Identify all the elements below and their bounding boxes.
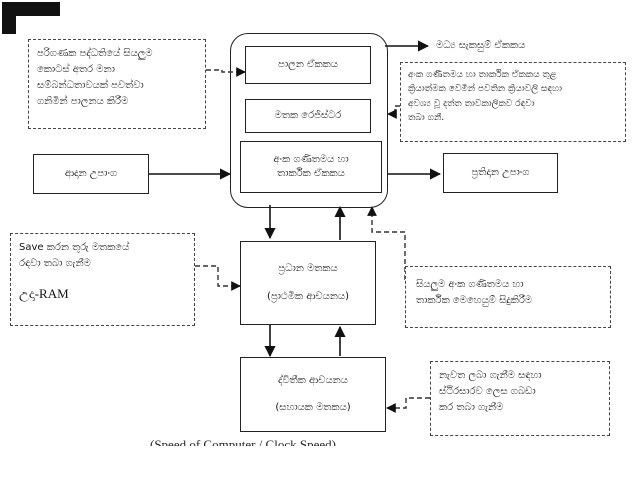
input-device-label: ආදාන උපාංග xyxy=(64,167,118,179)
register-note-line-4: තබා ගනී. xyxy=(408,113,445,124)
corner-mark-stem xyxy=(2,16,16,34)
secondary-storage-note: නැවත ලබා ගැනීම සඳහා ස්ථිරසාරව ලෙස ගබඩා ක… xyxy=(430,361,610,436)
primary-memory-subtitle: (ප්‍රාථමික ආචයනය) xyxy=(266,291,350,302)
dash-arrow-alu-note xyxy=(367,206,406,280)
memory-register-note: අංක ගණිතමය හා තාර්කික ඒකකය තුළ ක්‍රියාත්… xyxy=(400,62,626,142)
input-device-box: ආදාන උපාංග xyxy=(33,154,149,194)
secondary-storage-title: ද්විතීක ආචයනය xyxy=(278,375,348,386)
alu-note-line-1: සියලුම අංක ගණිතමය හා xyxy=(416,279,524,290)
alu-box: අංක ගණිතමය හා තාර්කික ඒකකය xyxy=(240,141,382,193)
storage-note-line-2: ස්ථිරසාරව ලෙස ගබඩා xyxy=(439,386,536,397)
output-device-box: ප්‍රතිදාන උපාංග xyxy=(443,153,558,193)
primary-memory-title: ප්‍රධාන මතකය xyxy=(278,262,338,274)
control-unit-note: පරිගණක පද්ධතියේ සියලුම කොටස් අතර මනා සම්… xyxy=(28,39,206,129)
ram-note-line-2: රඳවා තබා ගැනීම xyxy=(19,258,91,269)
dash-arrow-register-note xyxy=(387,105,400,119)
storage-note-line-3: කර තබා ගැනීම xyxy=(439,402,504,413)
ram-note-line-3: උදා-RAM xyxy=(19,286,69,301)
control-note-line-2: කොටස් අතර මනා xyxy=(37,64,115,75)
register-note-line-2: ක්‍රියාත්මක වෙමින් පවතින ක්‍රියාවලි සඳහා xyxy=(408,84,563,95)
ram-note-line-1: Save කරන තුරු මතකයේ xyxy=(19,242,130,253)
dash-arrow-storage-note xyxy=(386,397,430,413)
cpu-container xyxy=(230,33,388,208)
control-unit-label: පාලන ඒකකය xyxy=(278,58,338,70)
secondary-storage-box: ද්විතීක ආචයනය (සහායක මතකය) xyxy=(240,357,386,432)
control-note-line-4: ගනිමින් පාලනය කිරීම xyxy=(37,96,129,107)
memory-register-label: මතක රෙජිස්ටර xyxy=(274,109,342,121)
storage-note-line-1: නැවත ලබා ගැනීම සඳහා xyxy=(439,370,542,381)
alu-label-line-2: තාර්කික ඒකකය xyxy=(277,168,345,179)
control-unit-box: පාලන ඒකකය xyxy=(245,46,371,84)
cpu-caption: මධ්‍ය සැකසුම් ඒකකය xyxy=(436,40,526,51)
dash-arrow-control-note xyxy=(206,67,246,77)
alu-note-line-2: තාර්කික මෙහෙයුම් සිදුකිරීම xyxy=(416,295,533,306)
alu-note: සියලුම අංක ගණිතමය හා තාර්කික මෙහෙයුම් සි… xyxy=(405,266,611,328)
primary-memory-note: Save කරන තුරු මතකයේ රඳවා තබා ගැනීම උදා-R… xyxy=(10,233,195,326)
dash-arrow-ram-note xyxy=(195,265,241,291)
output-device-label: ප්‍රතිදාන උපාංග xyxy=(471,166,530,178)
register-note-line-3: අවශ්‍ය වූ දත්ත තාවකාලිකව රඳවා xyxy=(408,98,535,109)
secondary-storage-subtitle: (සහායක මතකය) xyxy=(275,401,351,413)
cropped-text-mask xyxy=(0,446,638,479)
control-note-line-3: සම්බන්ධතාවයක් පවත්වා xyxy=(37,80,144,91)
control-note-line-1: පරිගණක පද්ධතියේ සියලුම xyxy=(37,48,153,59)
alu-label-line-1: අංක ගණිතමය හා xyxy=(273,153,349,165)
primary-memory-box: ප්‍රධාන මතකය (ප්‍රාථමික ආචයනය) xyxy=(240,241,376,325)
memory-register-box: මතක රෙජිස්ටර xyxy=(245,99,371,133)
register-note-line-1: අංක ගණිතමය හා තාර්කික ඒකකය තුළ xyxy=(408,70,557,80)
corner-mark xyxy=(2,2,60,16)
